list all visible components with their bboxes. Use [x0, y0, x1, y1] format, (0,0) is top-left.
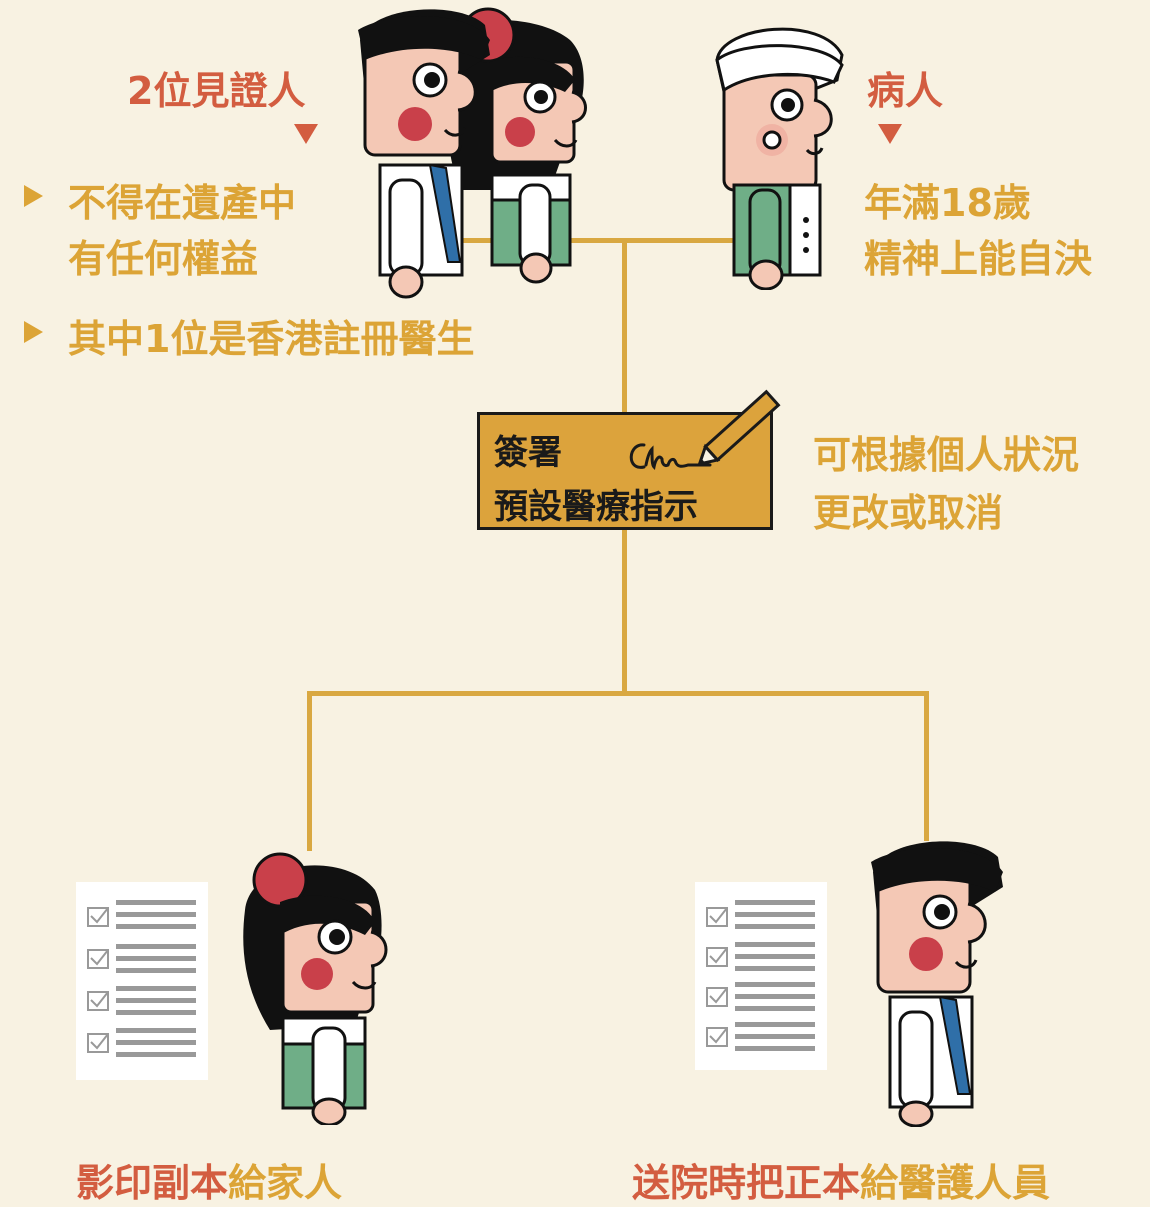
doctor-character-illustration	[871, 841, 1003, 1127]
patient-condition-line-2: 精神上能自決	[864, 237, 1093, 281]
left-caption-part-1: 影印副本	[76, 1161, 229, 1205]
left-caption-part-2: 給家人	[228, 1161, 343, 1205]
connector-left-drop	[307, 691, 312, 851]
pen-icon	[697, 389, 781, 467]
bullet-triangle-icon	[24, 321, 43, 343]
connector-witness-patient	[462, 238, 738, 243]
note-line-2: 更改或取消	[813, 491, 1004, 535]
patient-condition-line-1: 年滿18歲	[864, 181, 1031, 225]
signature-icon	[629, 443, 712, 471]
checklist-document-icon	[695, 882, 827, 1070]
witness-characters-illustration	[358, 7, 587, 299]
left-caption: 影印副本給家人	[76, 1152, 342, 1207]
patient-title: 病人	[867, 69, 944, 113]
sign-box-line-1: 簽署	[494, 433, 562, 473]
right-caption-part-1: 送院時把正本	[632, 1161, 861, 1205]
right-caption: 送院時把正本給醫護人員	[632, 1152, 1050, 1207]
connector-right-drop	[924, 691, 929, 841]
witness-arrow-down-icon	[294, 124, 318, 144]
connector-horizontal-bottom	[307, 691, 929, 696]
witness-condition-1-line-2: 有任何權益	[68, 237, 259, 281]
witness-title: 2位見證人	[127, 69, 306, 113]
witness-condition-1-line-1: 不得在遺產中	[68, 181, 297, 225]
patient-character-illustration	[715, 27, 844, 290]
connector-vertical-top	[622, 240, 627, 414]
patient-arrow-down-icon	[878, 124, 902, 144]
note-line-1: 可根據個人狀況	[813, 433, 1080, 477]
bullet-triangle-icon	[24, 185, 43, 207]
checklist-document-icon	[76, 882, 208, 1080]
family-character-illustration	[243, 852, 388, 1125]
witness-condition-2: 其中1位是香港註冊醫生	[68, 317, 475, 361]
right-caption-part-2: 給醫護人員	[860, 1161, 1051, 1205]
connector-vertical-bottom	[622, 528, 627, 694]
sign-box-line-2: 預設醫療指示	[494, 487, 698, 527]
